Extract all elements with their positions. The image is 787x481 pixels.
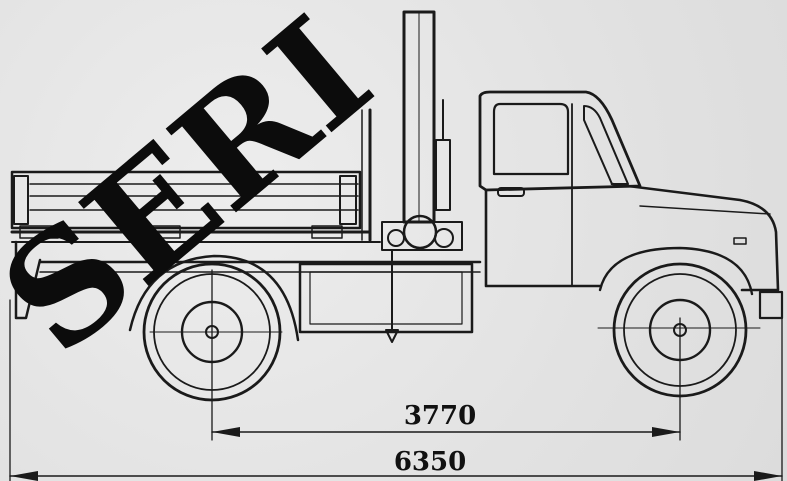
toolbox (298, 262, 474, 334)
cargo-body (10, 108, 482, 320)
cargo-side-panel (10, 170, 362, 230)
cab-roof-outline (478, 90, 642, 192)
door-handle (497, 187, 525, 197)
hydraulic-cylinder (435, 139, 451, 211)
arrow-right-icon (754, 471, 782, 481)
rear-fender (128, 254, 300, 342)
truck-cab (478, 90, 784, 320)
watermark: SERI (0, 0, 403, 388)
rear-support-leg (14, 240, 42, 320)
crane-boom (381, 10, 463, 343)
arrow-left-icon (10, 471, 38, 481)
overall-length-label: 6350 (394, 447, 466, 477)
cab-side-window (492, 102, 570, 176)
arrow-right-icon (652, 427, 680, 437)
hook-icon (385, 329, 399, 343)
front-bumper (758, 290, 784, 320)
wheelbase-label: 3770 (404, 401, 476, 431)
headlight (733, 237, 747, 245)
engine-hood (610, 182, 780, 292)
front-fender (598, 246, 754, 296)
dimension-lines: 3770 6350 (9, 269, 783, 481)
arrow-left-icon (212, 427, 240, 437)
watermark-text: SERI (0, 0, 403, 388)
